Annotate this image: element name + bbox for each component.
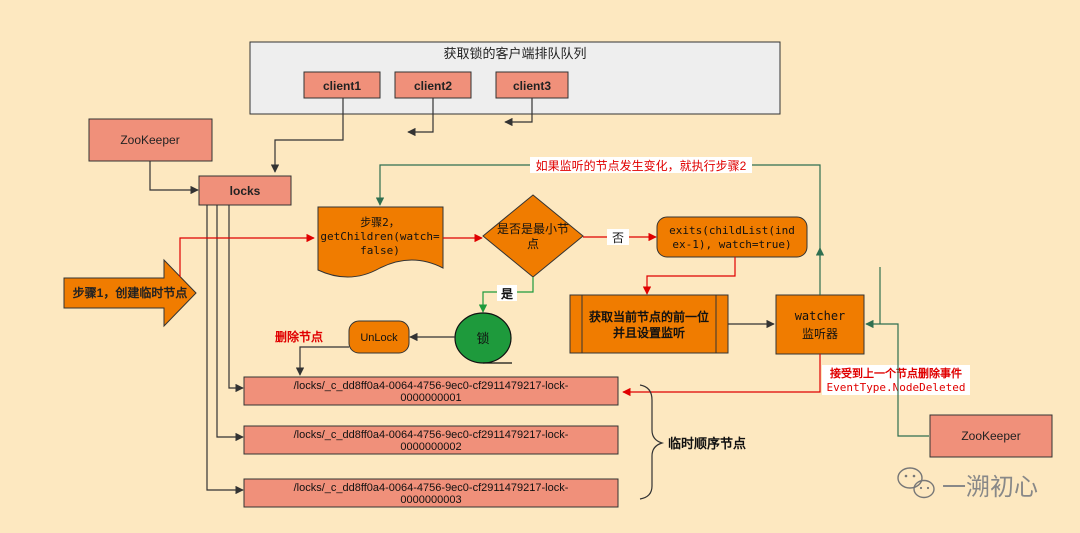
arrow-exits-to-getprev (642, 257, 736, 295)
arrow-client3 (504, 98, 533, 127)
decision-line2: 点 (527, 237, 539, 251)
arrow-locks-to-node3 (206, 205, 244, 495)
client2-label: client2 (414, 79, 452, 93)
unlock-label: UnLock (360, 332, 398, 344)
step2-box: 步骤2， getChildren(watch= false) (317, 206, 444, 278)
temp-nodes-brace (639, 384, 665, 500)
arrow-watcher-to-node1 (622, 354, 821, 397)
client1-box: client1 (303, 71, 381, 99)
delete-node-label: 删除节点 (275, 329, 323, 344)
zookeeper-bottom-box: ZooKeeper (929, 414, 1053, 458)
client-queue-panel: 获取锁的客户端排队队列 client1 client2 client3 (249, 41, 781, 115)
arrow-zookeeper-to-watcher (865, 319, 929, 437)
arrow-unlock-to-node1 (295, 346, 349, 376)
client2-box: client2 (394, 71, 472, 99)
locks-label: locks (230, 184, 261, 198)
step1-arrow-shape: 步骤1，创建临时节点 (63, 258, 197, 328)
unlock-box: UnLock (348, 320, 410, 354)
zookeeper-bottom-label: ZooKeeper (961, 429, 1020, 443)
lock-node-2: /locks/_c_dd8ff0a4-0064-4756-9ec0-cf2911… (243, 425, 619, 455)
arrow-locks-to-node2 (216, 205, 244, 442)
step2-line2: getChildren(watch= (320, 230, 440, 243)
decision-diamond: 是否是最小节 点 (482, 194, 584, 278)
zookeeper-top-box: ZooKeeper (88, 118, 213, 162)
get-prev-line1: 获取当前节点的前一位 (588, 309, 709, 324)
arrow-client2 (407, 98, 434, 137)
lock-node-2-line1: /locks/_c_dd8ff0a4-0064-4756-9ec0-cf2911… (294, 429, 569, 441)
yes-label: 是 (500, 287, 514, 301)
lock-label: 锁 (476, 331, 489, 346)
arrow-step1-to-step2 (179, 233, 315, 277)
lock-node-1-line2: 0000000001 (400, 392, 461, 404)
exits-line1: exits(childList(ind (669, 224, 795, 237)
arrow-client1-to-locks (270, 98, 344, 173)
yes-label-bg (497, 285, 517, 301)
step2-line1: 步骤2， (360, 216, 400, 229)
lock-node-1: /locks/_c_dd8ff0a4-0064-4756-9ec0-cf2911… (243, 376, 619, 406)
client1-label: client1 (323, 79, 361, 93)
arrow-locks-to-node1 (228, 205, 244, 393)
event-label-line2: EventType.NodeDeleted (826, 381, 965, 394)
arrow-zookeeper-to-locks (149, 161, 199, 195)
exits-box: exits(childList(ind ex-1), watch=true) (656, 216, 808, 258)
lock-shape: 锁 (454, 312, 512, 364)
wechat-icon (897, 467, 935, 499)
no-label: 否 (612, 231, 624, 245)
lock-node-1-line1: /locks/_c_dd8ff0a4-0064-4756-9ec0-cf2911… (294, 380, 569, 392)
feedback-label: 如果监听的节点发生变化，就执行步骤2 (536, 158, 747, 173)
get-prev-line2: 并且设置监听 (613, 325, 685, 340)
event-label-line1: 接受到上一个节点删除事件 (830, 366, 962, 380)
queue-title: 获取锁的客户端排队队列 (443, 46, 586, 61)
step2-line3: false) (360, 244, 400, 257)
client3-box: client3 (495, 71, 569, 99)
zookeeper-top-label: ZooKeeper (120, 133, 179, 147)
get-prev-box: 获取当前节点的前一位 并且设置监听 (569, 294, 729, 354)
watcher-line2: 监听器 (802, 327, 838, 341)
event-label-bg (822, 365, 970, 395)
feedback-label-bg (530, 157, 752, 173)
no-label-bg (607, 229, 629, 245)
watcher-box: watcher 监听器 (775, 294, 865, 355)
wechat-watermark: 一溯初心 (897, 467, 1038, 501)
lock-node-2-line2: 0000000002 (400, 441, 461, 453)
lock-node-3-line1: /locks/_c_dd8ff0a4-0064-4756-9ec0-cf2911… (294, 482, 569, 494)
locks-box: locks (198, 175, 292, 206)
watcher-line1: watcher (795, 309, 846, 323)
lock-node-3-line2: 0000000003 (400, 494, 461, 506)
decision-line1: 是否是最小节 (497, 222, 569, 236)
client3-label: client3 (513, 79, 551, 93)
lock-node-3: /locks/_c_dd8ff0a4-0064-4756-9ec0-cf2911… (243, 478, 619, 508)
step1-label: 步骤1，创建临时节点 (73, 285, 188, 300)
exits-line2: ex-1), watch=true) (672, 238, 791, 251)
watermark-text: 一溯初心 (942, 474, 1038, 501)
temp-nodes-label: 临时顺序节点 (668, 436, 746, 451)
